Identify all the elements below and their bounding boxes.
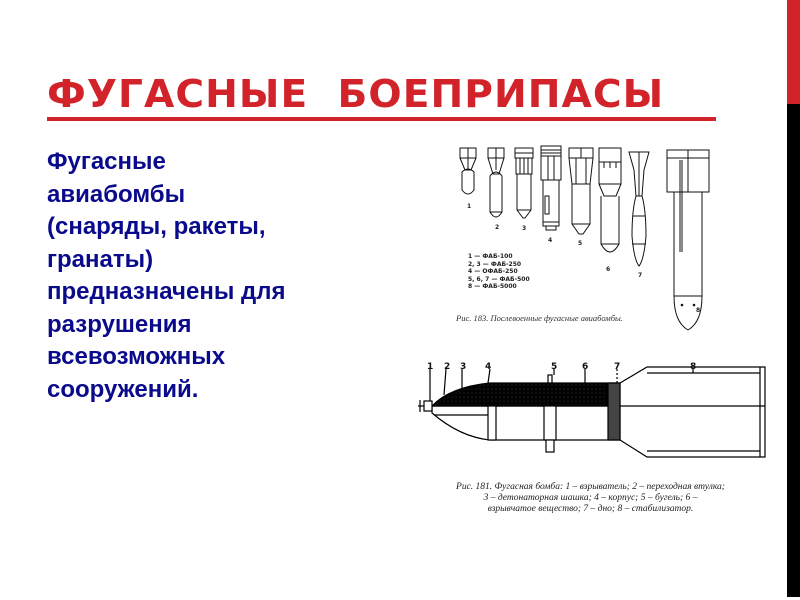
part-number: 5 [551, 362, 558, 372]
body-line: предназначены для [47, 278, 286, 305]
body-line: Фугасные [47, 148, 166, 175]
title-underline [47, 117, 716, 121]
caption-line: Рис. 181. Фугасная бомба: 1 – взрыватель… [456, 482, 725, 492]
part-number: 4 [485, 362, 492, 372]
caption-line: 3 – детонаторная шашка; 4 – корпус; 5 – … [483, 493, 698, 503]
bomb-number: 6 [606, 266, 611, 273]
bomb-3-icon [514, 147, 534, 219]
part-number: 3 [460, 362, 467, 372]
bomb-number: 4 [548, 237, 553, 244]
body-line: сооружений. [47, 375, 199, 403]
legend-item: 5, 6, 7 — ФАБ-500 [468, 275, 530, 283]
bomb-8-icon [666, 149, 710, 331]
bombs-legend: 1 — ФАБ-100 2, 3 — ФАБ-250 4 — ОФАБ-250 … [468, 253, 530, 291]
part-number: 6 [582, 362, 589, 372]
body-line: всевозможных [47, 343, 226, 370]
cross-section-figure-caption: Рис. 181. Фугасная бомба: 1 – взрыватель… [418, 482, 763, 515]
part-number: 7 [614, 362, 621, 372]
legend-item: 4 — ОФАБ-250 [468, 268, 518, 276]
legend-item: 1 — ФАБ-100 [468, 253, 513, 260]
bomb-2-icon [487, 147, 505, 218]
bombs-figure-caption: Рис. 183. Послевоенные фугасные авиабомб… [456, 313, 623, 323]
legend-item: 8 — ФАБ-5000 [468, 283, 517, 291]
bomb-cross-section-illustration [418, 366, 766, 458]
bomb-number: 3 [522, 225, 527, 232]
legend-item: 2, 3 — ФАБ-250 [468, 260, 522, 268]
slide-body-text: Фугасные авиабомбы (снаряды, ракеты, гра… [47, 146, 377, 406]
bomb-5-icon [568, 147, 594, 235]
side-accent-bar-black [787, 104, 800, 597]
body-line: (снаряды, ракеты, [47, 213, 266, 240]
bomb-number: 8 [696, 307, 701, 314]
part-number: 2 [444, 362, 451, 372]
bomb-number: 2 [495, 224, 500, 231]
caption-line: взрывчатое вещество; 7 – дно; 8 – стабил… [487, 504, 694, 514]
bomb-7-icon [628, 151, 650, 267]
bomb-number: 1 [467, 203, 472, 210]
body-line: авиабомбы [47, 180, 186, 208]
body-line: гранаты) [47, 245, 154, 273]
bomb-number: 5 [578, 240, 583, 247]
side-accent-bar-red [787, 0, 800, 104]
bomb-1-icon [459, 147, 477, 195]
body-line: разрушения [47, 310, 192, 338]
bomb-6-icon [598, 147, 622, 253]
bomb-4-icon [540, 145, 562, 231]
slide-title: ФУГАСНЫЕ БОЕПРИПАСЫ [47, 72, 665, 116]
part-number: 1 [427, 362, 434, 372]
part-number: 8 [690, 362, 697, 372]
bombs-illustration [459, 145, 710, 331]
bomb-number: 7 [638, 272, 643, 279]
